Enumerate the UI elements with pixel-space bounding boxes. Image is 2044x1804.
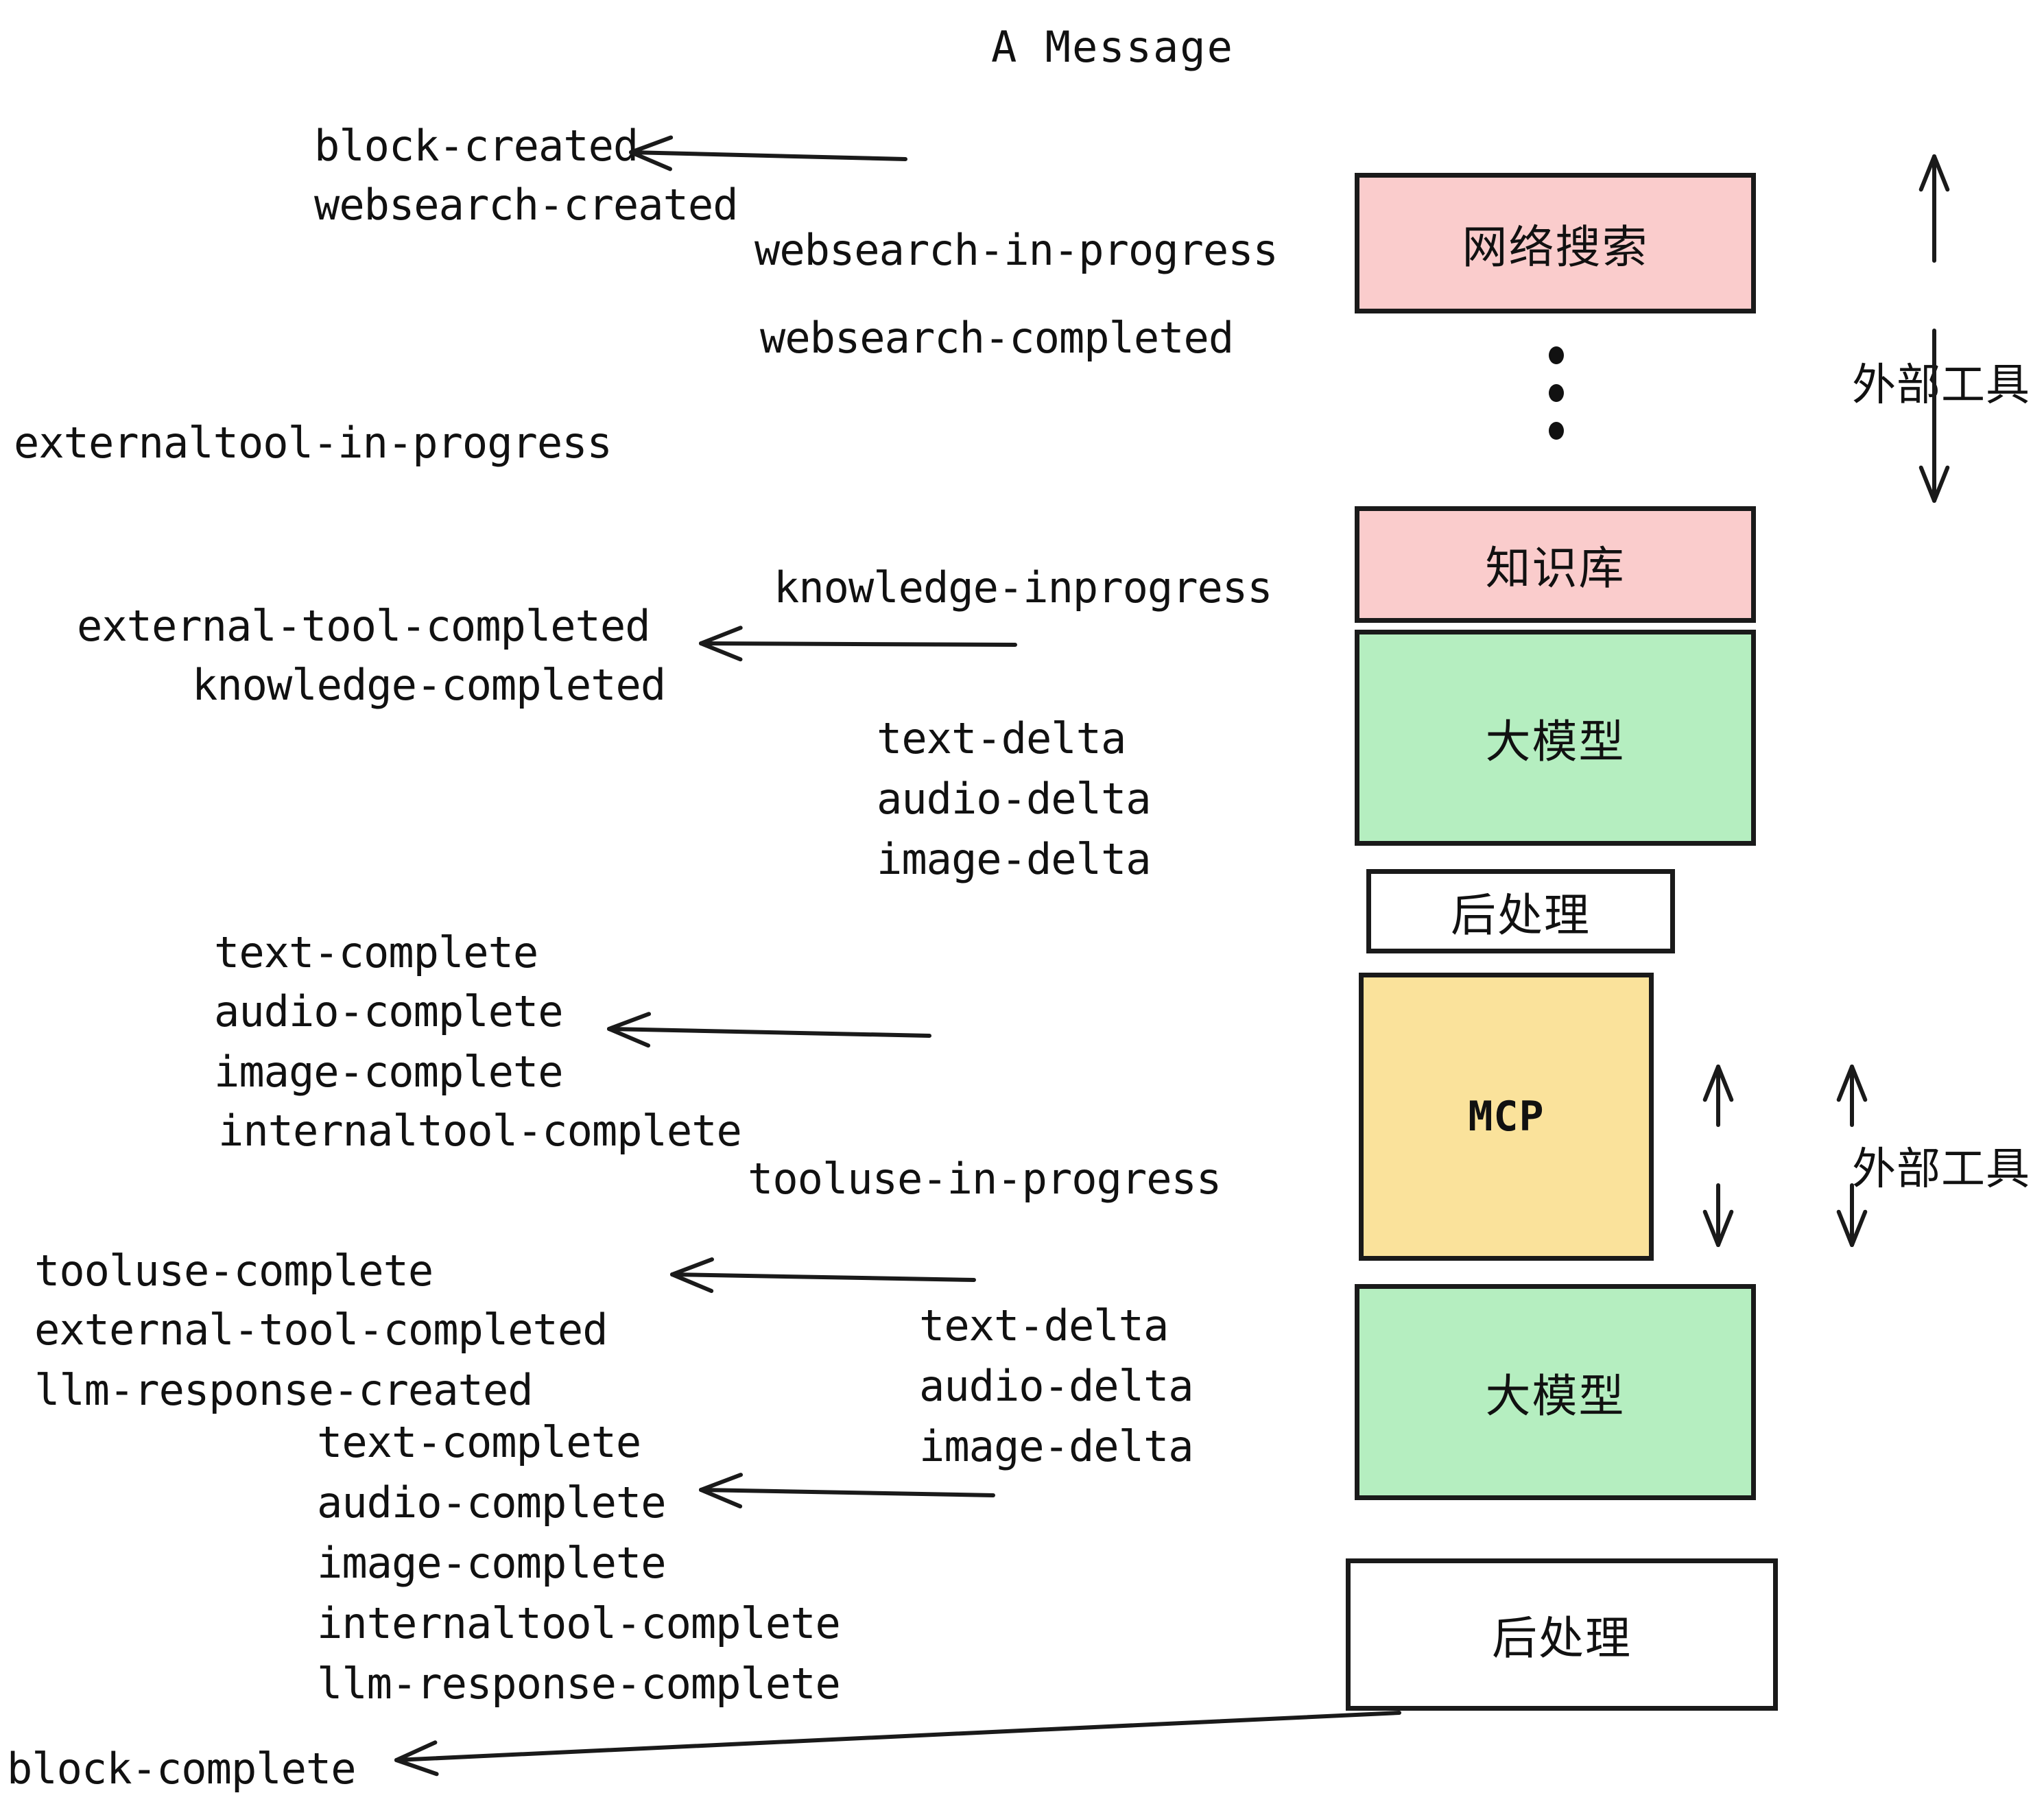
event-label-websearch-completed: websearch-completed <box>760 313 1234 363</box>
event-label-audio-delta-1: audio-delta <box>877 774 1152 824</box>
event-label-llm-response-complete: llm-response-complete <box>317 1659 841 1709</box>
ellipsis-dot <box>1549 422 1564 440</box>
event-label-external-tool-completed-2: external-tool-completed <box>34 1305 608 1355</box>
event-label-image-complete-2: image-complete <box>317 1538 667 1588</box>
event-label-llm-response-created: llm-response-created <box>34 1365 534 1415</box>
arrow-block-created <box>629 135 907 171</box>
box-postproc-2: 后处理 <box>1346 1558 1778 1711</box>
event-label-image-delta-1: image-delta <box>877 834 1152 884</box>
side-arrow-ext-up-bottom <box>1836 1065 1868 1127</box>
page-title: A Message <box>991 22 1234 72</box>
box-websearch: 网络搜索 <box>1355 173 1756 313</box>
event-label-tooluse-in-progress: tooluse-in-progress <box>748 1154 1222 1204</box>
event-label-image-complete-1: image-complete <box>214 1047 564 1097</box>
box-postproc-1: 后处理 <box>1366 869 1675 953</box>
event-label-text-delta-2: text-delta <box>919 1301 1169 1351</box>
side-arrow-ext-up-top <box>1918 154 1950 263</box>
box-llm-2: 大模型 <box>1355 1284 1756 1500</box>
event-label-internaltool-complete-2: internaltool-complete <box>317 1598 841 1648</box>
side-arrow-mcp-down <box>1702 1183 1734 1247</box>
arrow-block-complete <box>394 1711 1401 1777</box>
arrow-audio-complete <box>699 1473 995 1509</box>
ellipsis-dot <box>1549 384 1564 402</box>
side-label-external-tools-bottom: 外部工具 <box>1852 1144 2030 1195</box>
event-label-text-delta-1: text-delta <box>877 713 1126 763</box>
arrow-image-complete <box>607 1012 931 1048</box>
event-label-audio-delta-2: audio-delta <box>919 1361 1194 1411</box>
ellipsis-dot <box>1549 346 1564 364</box>
box-llm-1: 大模型 <box>1355 630 1756 846</box>
arrow-tooluse-complete <box>670 1257 976 1294</box>
event-label-text-complete-1: text-complete <box>214 927 538 977</box>
event-label-block-created: block-created <box>314 121 639 171</box>
event-label-knowledge-completed: knowledge-completed <box>192 660 666 710</box>
event-label-block-complete: block-complete <box>7 1744 357 1794</box>
box-knowledge: 知识库 <box>1355 506 1756 623</box>
side-arrow-mcp-up <box>1702 1065 1734 1127</box>
event-label-audio-complete-1: audio-complete <box>214 986 564 1036</box>
event-label-knowledge-inprogress: knowledge-inprogress <box>774 562 1273 613</box>
side-label-external-tools-top: 外部工具 <box>1852 360 2030 411</box>
event-label-external-tool-completed-1: external-tool-completed <box>77 601 651 651</box>
event-label-websearch-created: websearch-created <box>314 180 739 230</box>
event-label-audio-complete-2: audio-complete <box>317 1477 667 1528</box>
event-label-text-complete-2: text-complete <box>317 1417 641 1467</box>
event-label-externaltool-in-progress: externaltool-in-progress <box>14 418 613 468</box>
event-label-websearch-in-progress: websearch-in-progress <box>754 225 1279 275</box>
arrow-knowledge-completed <box>699 626 1017 662</box>
event-label-image-delta-2: image-delta <box>919 1421 1194 1471</box>
event-label-internaltool-complete-1: internaltool-complete <box>218 1106 742 1156</box>
event-label-tooluse-complete: tooluse-complete <box>34 1246 433 1296</box>
box-mcp: MCP <box>1359 973 1654 1261</box>
